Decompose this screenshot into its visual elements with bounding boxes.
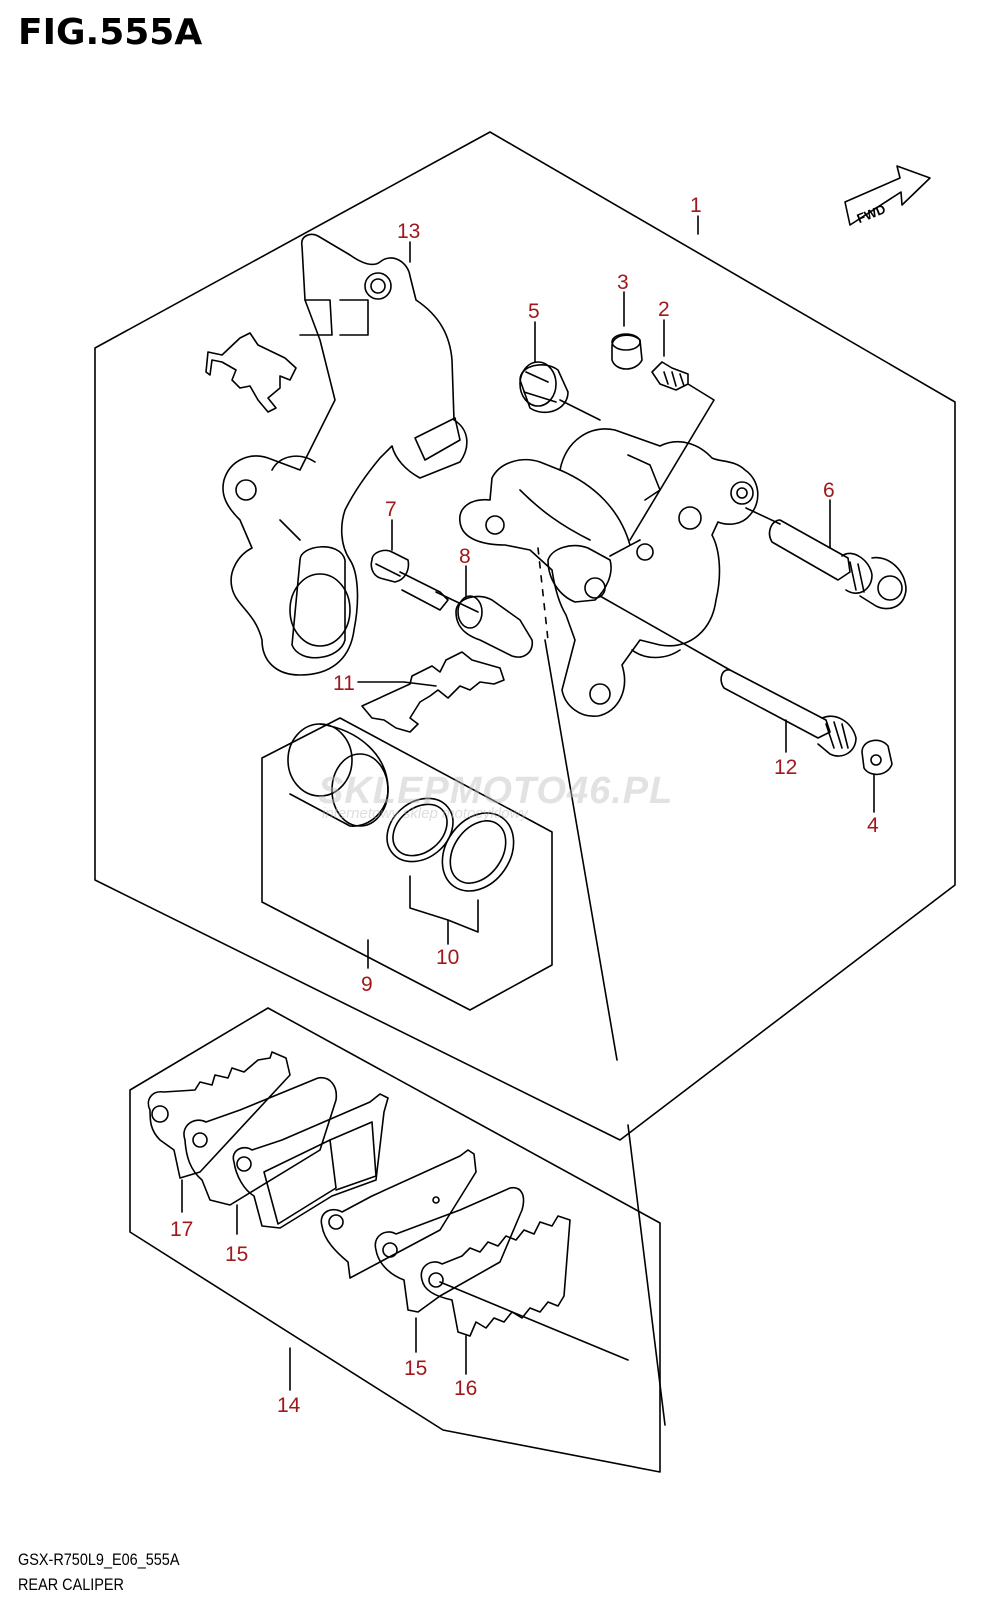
callout-8: 8 (459, 545, 471, 568)
leader-pad-16 (439, 1281, 629, 1361)
bleeder-valve-drawing (651, 361, 689, 391)
callout-12: 12 (774, 756, 797, 779)
leader-pin-6 (745, 507, 781, 525)
callout-16: 16 (454, 1377, 477, 1400)
leader-bolt-7 (435, 591, 479, 613)
assembly-boundary-piston-kit (261, 717, 553, 1011)
leader-cap-5 (559, 399, 601, 421)
footer-code: GSX-R750L9_E06_555A (18, 1550, 180, 1569)
slide-pin-upper-drawing (768, 519, 907, 610)
guide-pin-drawing (455, 595, 534, 658)
assembly-boundary-pad-set (129, 1007, 661, 1473)
callout-2: 2 (658, 298, 670, 321)
pad-spring-drawing (361, 651, 505, 733)
caliper-body-drawing (459, 428, 759, 717)
slide-pin-lower-drawing (720, 669, 857, 757)
callout-11: 11 (333, 672, 355, 695)
caliper-bracket-drawing (222, 233, 468, 676)
callout-15a: 15 (225, 1243, 248, 1266)
figure-title: FIG.555A (18, 12, 203, 53)
callout-10: 10 (436, 946, 459, 969)
callout-1: 1 (690, 194, 702, 217)
callout-7: 7 (385, 498, 397, 521)
callout-4: 4 (867, 814, 879, 837)
callout-13: 13 (397, 220, 420, 243)
bleeder-cap-drawing (519, 361, 569, 414)
callout-5: 5 (528, 300, 540, 323)
piston-drawing (287, 723, 389, 827)
pad-shim-outer-drawing (147, 1051, 291, 1179)
fwd-arrow-icon (844, 165, 931, 226)
footer-description: REAR CALIPER (18, 1575, 124, 1594)
piston-seal-drawing (386, 797, 454, 863)
callout-3: 3 (617, 271, 629, 294)
pad-shim-back-drawing (420, 1215, 571, 1337)
callout-15b: 15 (404, 1357, 427, 1380)
cap-drawing (611, 333, 643, 370)
assembly-boundary-main (94, 131, 956, 1141)
leader-pin-12 (599, 595, 731, 671)
dust-seal-drawing (441, 812, 515, 892)
callout-17: 17 (170, 1218, 193, 1241)
callout-6: 6 (823, 479, 835, 502)
leader-11 (357, 681, 437, 687)
leader-bleeder (629, 383, 715, 541)
small-cap-drawing (861, 739, 893, 776)
guide-line (544, 639, 666, 1426)
callout-9: 9 (361, 973, 373, 996)
pad-shim-lower-drawing (374, 1186, 525, 1313)
bracket-clip-drawing (205, 332, 297, 413)
pad-shim-inner-drawing (183, 1076, 338, 1206)
callout-14: 14 (277, 1394, 301, 1417)
brake-pad-inner-drawing (320, 1149, 477, 1279)
small-bolt-drawing (370, 549, 449, 611)
leader-10 (409, 875, 479, 945)
brake-pad-outer-drawing (232, 1093, 389, 1229)
